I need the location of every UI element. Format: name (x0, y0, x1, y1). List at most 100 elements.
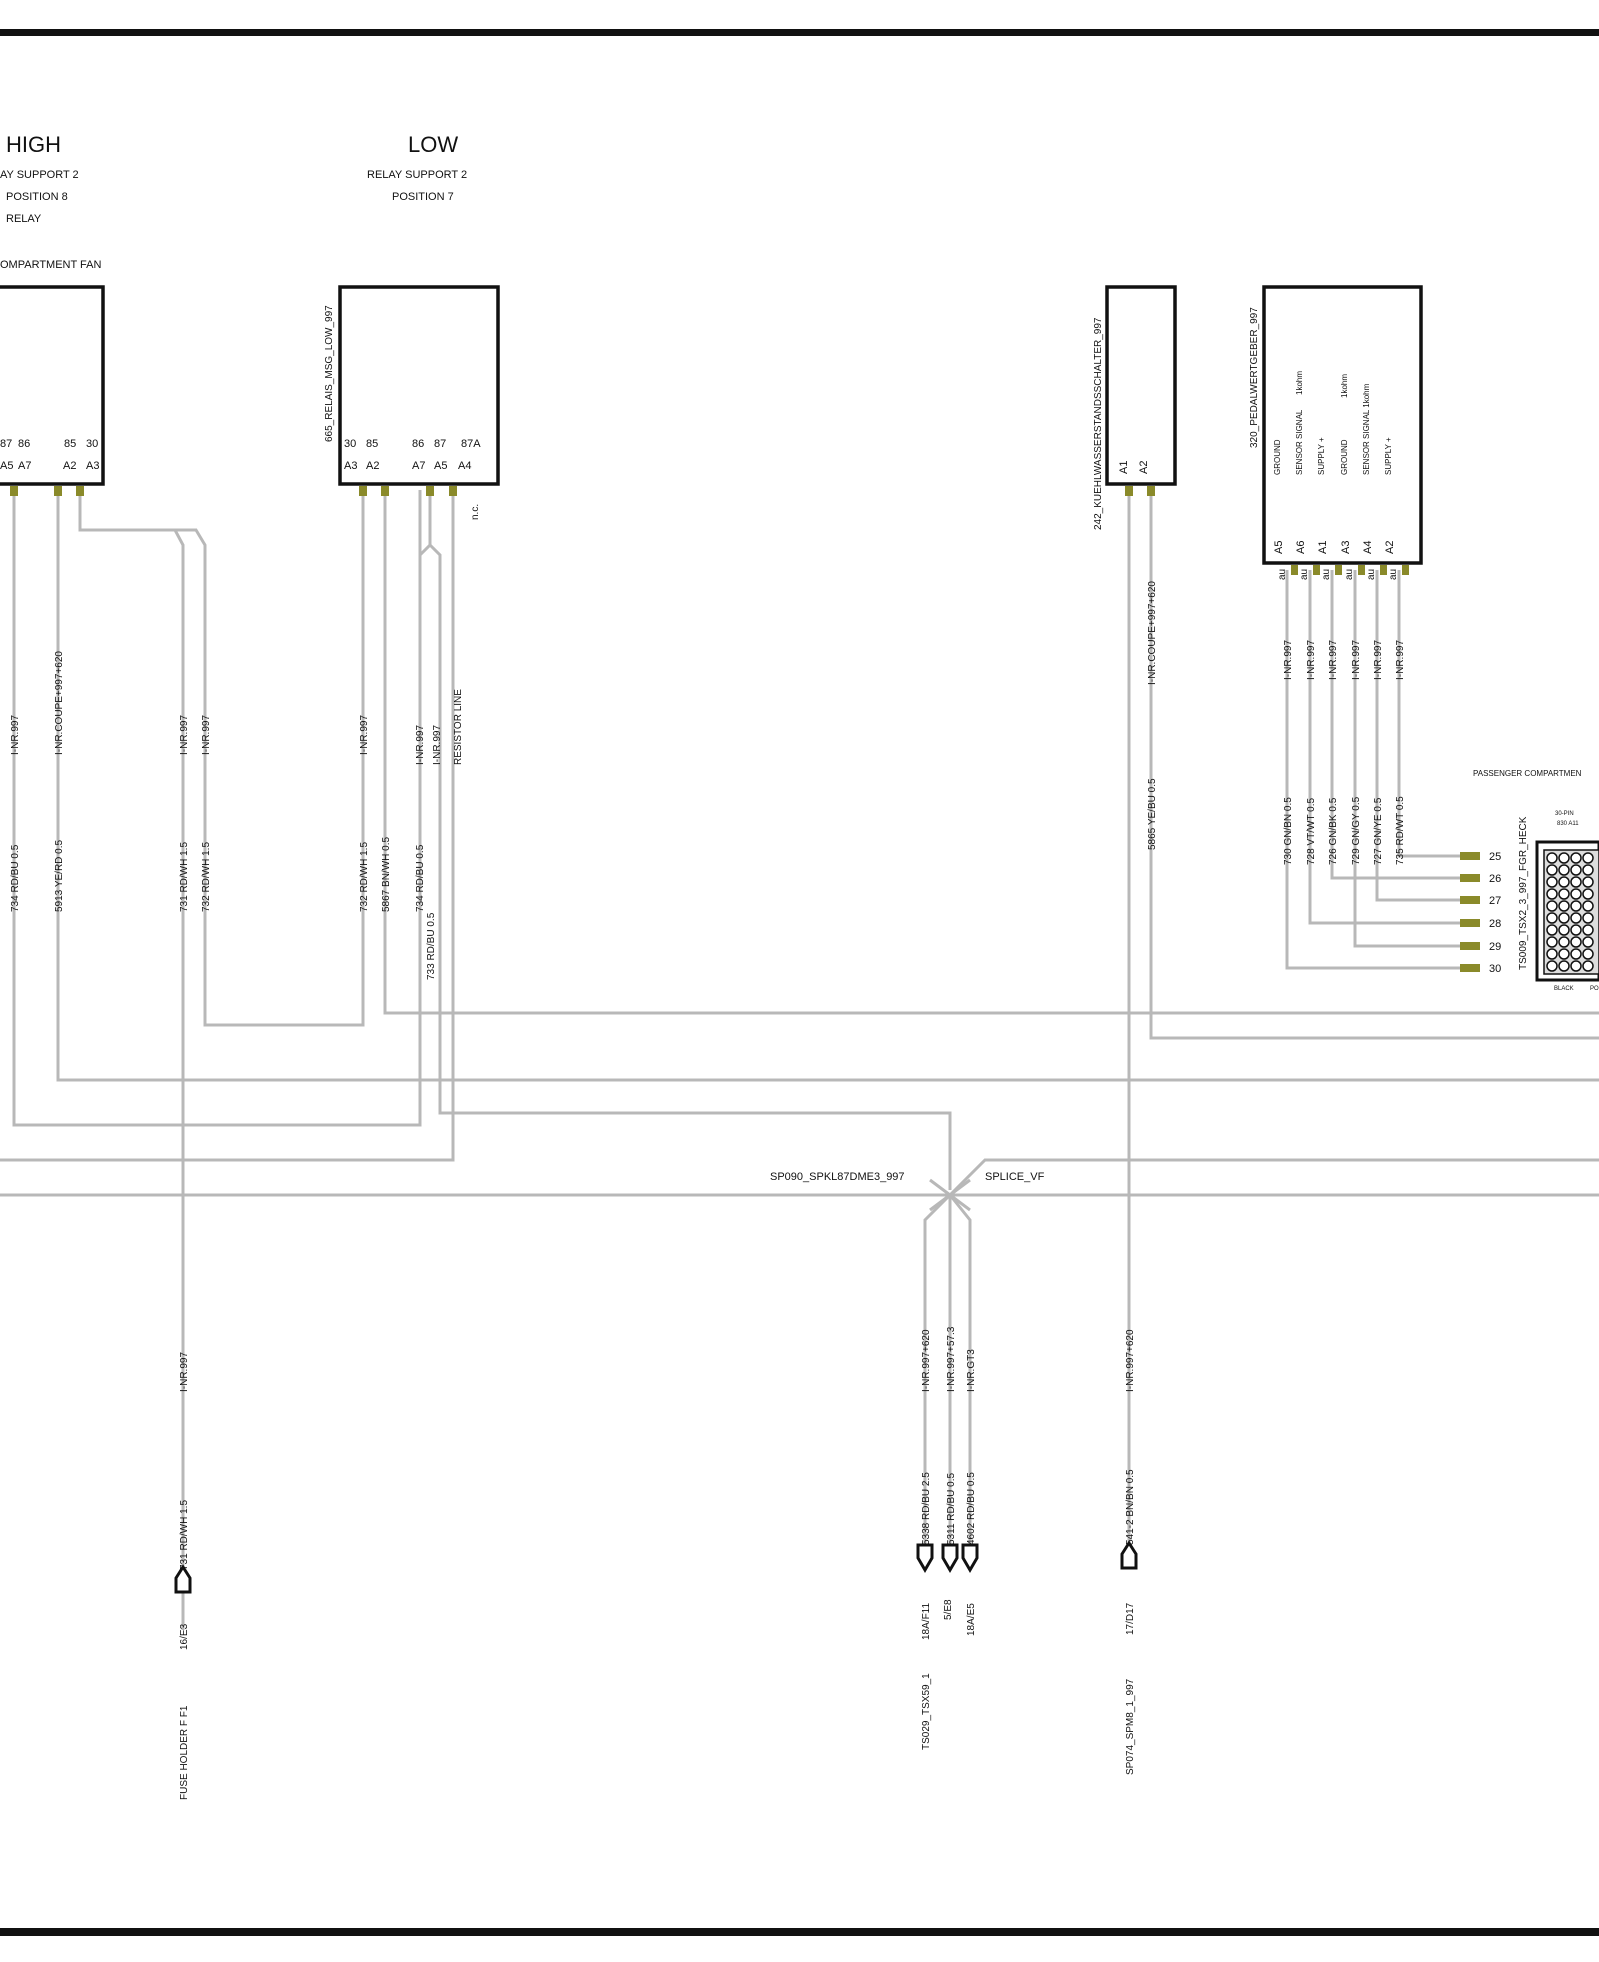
low-line-2: POSITION 7 (392, 191, 454, 203)
svg-text:25: 25 (1489, 851, 1501, 863)
svg-text:5913 YE/RD 0.5: 5913 YE/RD 0.5 (54, 839, 65, 912)
high-line-3: RELAY (6, 213, 42, 225)
connector-cavity (1570, 900, 1582, 912)
svg-text:30: 30 (86, 438, 98, 450)
svg-text:I-NR.997: I-NR.997 (179, 715, 190, 755)
connector-cavity (1582, 900, 1594, 912)
splice-left-label: SP090_SPKL87DME3_997 (770, 1171, 905, 1183)
svg-text:I-NR.997: I-NR.997 (432, 725, 443, 765)
svg-text:au: au (1321, 569, 1332, 580)
connector-cavity (1582, 876, 1594, 888)
svg-text:PO: PO (1590, 986, 1599, 992)
svg-text:SENSOR SIGNAL: SENSOR SIGNAL (1295, 409, 1304, 475)
svg-text:85: 85 (366, 438, 378, 450)
svg-text:A4: A4 (458, 460, 471, 472)
svg-text:I-NR.997: I-NR.997 (179, 1352, 190, 1392)
svg-text:A2: A2 (366, 460, 379, 472)
connector-cavity (1546, 912, 1558, 924)
svg-text:732 RD/WH 1.5: 732 RD/WH 1.5 (201, 842, 212, 912)
svg-text:I-NR.997+620: I-NR.997+620 (1125, 1329, 1136, 1392)
svg-text:I-NR.997: I-NR.997 (359, 715, 370, 755)
svg-text:SP074_SPM8_1_997: SP074_SPM8_1_997 (1125, 1678, 1136, 1775)
connector-cavity (1558, 960, 1570, 972)
connector-cavity (1570, 960, 1582, 972)
connector-cavity (1558, 936, 1570, 948)
relay-low: 665_RELAIS_MSG_LOW_997 30 85 86 87 87A A… (324, 285, 500, 520)
svg-text:FUSE HOLDER F F1: FUSE HOLDER F F1 (179, 1705, 190, 1800)
svg-text:TS009_TSX2_3_997_FGR_HECK: TS009_TSX2_3_997_FGR_HECK (1518, 816, 1529, 970)
svg-text:30: 30 (1489, 963, 1501, 975)
svg-text:27: 27 (1489, 895, 1501, 907)
connector-cavity (1582, 888, 1594, 900)
svg-text:A4: A4 (1362, 541, 1374, 554)
svg-text:729 GN/GY 0.5: 729 GN/GY 0.5 (1351, 796, 1362, 865)
svg-text:au: au (1344, 569, 1355, 580)
svg-text:5867 BN/WH 0.5: 5867 BN/WH 0.5 (381, 837, 392, 912)
svg-text:I-NR.997+57.3: I-NR.997+57.3 (946, 1326, 957, 1392)
connector-cavity (1546, 948, 1558, 960)
high-title: HIGH (6, 132, 61, 157)
svg-text:5865 YE/BU 0.5: 5865 YE/BU 0.5 (1147, 778, 1158, 850)
connector-cavity (1582, 948, 1594, 960)
svg-text:I-NR.997: I-NR.997 (1351, 640, 1362, 680)
svg-text:5311 RD/BU 0.5: 5311 RD/BU 0.5 (946, 1472, 957, 1545)
svg-text:320_PEDALWERTGEBER_997: 320_PEDALWERTGEBER_997 (1249, 307, 1260, 448)
svg-text:SUPPLY +: SUPPLY + (1317, 437, 1326, 475)
connector-cavity (1570, 876, 1582, 888)
svg-text:86: 86 (412, 438, 424, 450)
connector-cavity (1558, 864, 1570, 876)
connector-cavity (1546, 900, 1558, 912)
svg-text:830 A11: 830 A11 (1557, 821, 1579, 827)
high-line-1: AY SUPPORT 2 (0, 169, 79, 181)
connector-cavity (1546, 960, 1558, 972)
svg-text:242_KUEHLWASSERSTANDSSCHALTER_: 242_KUEHLWASSERSTANDSSCHALTER_997 (1093, 317, 1104, 530)
svg-text:I-NR.997: I-NR.997 (10, 715, 21, 755)
svg-text:727 GN/YE 0.5: 727 GN/YE 0.5 (1373, 797, 1384, 865)
svg-text:85: 85 (64, 438, 76, 450)
svg-text:726 GN/BK 0.5: 726 GN/BK 0.5 (1328, 797, 1339, 865)
connector-cavity (1558, 912, 1570, 924)
svg-text:au: au (1388, 569, 1399, 580)
connector-cavity (1570, 888, 1582, 900)
svg-text:A2: A2 (63, 460, 76, 472)
low-title: LOW (408, 132, 458, 157)
svg-text:86: 86 (18, 438, 30, 450)
svg-text:A5: A5 (1273, 541, 1285, 554)
svg-text:4602 RD/BU 0.5: 4602 RD/BU 0.5 (966, 1472, 977, 1545)
connector-cavity (1546, 936, 1558, 948)
svg-text:17/D17: 17/D17 (1125, 1602, 1136, 1635)
low-line-1: RELAY SUPPORT 2 (367, 169, 467, 181)
svg-text:735 RD/WT 0.5: 735 RD/WT 0.5 (1395, 796, 1406, 865)
svg-text:5/E8: 5/E8 (943, 1599, 954, 1620)
svg-text:29: 29 (1489, 941, 1501, 953)
svg-text:5338 RD/BU 2.5: 5338 RD/BU 2.5 (921, 1472, 932, 1545)
svg-text:GROUND: GROUND (1340, 439, 1349, 475)
connector-cavity (1570, 864, 1582, 876)
connector-cavity (1558, 900, 1570, 912)
wire-labels: I-NR.997 734 RD/BU 0.5 I-NR.COUPE+997+62… (10, 581, 1406, 1570)
svg-text:I-NR.COUPE+997+620: I-NR.COUPE+997+620 (1147, 581, 1158, 685)
svg-text:A3: A3 (86, 460, 99, 472)
svg-text:A3: A3 (344, 460, 357, 472)
svg-text:TS029_TSX59_1: TS029_TSX59_1 (921, 1673, 932, 1750)
svg-text:A1: A1 (1118, 461, 1130, 474)
high-line-2: POSITION 8 (6, 191, 68, 203)
connector-cavity (1582, 936, 1594, 948)
svg-text:I-NR.997+620: I-NR.997+620 (921, 1329, 932, 1392)
connector-cavity (1546, 864, 1558, 876)
top-border (0, 29, 1599, 36)
svg-text:n.c.: n.c. (470, 504, 481, 520)
svg-text:I-NR.GT3: I-NR.GT3 (966, 1349, 977, 1392)
connector-cavity (1558, 852, 1570, 864)
svg-text:728 VT/WT 0.5: 728 VT/WT 0.5 (1306, 797, 1317, 865)
svg-text:87: 87 (434, 438, 446, 450)
svg-text:87A: 87A (461, 438, 481, 450)
svg-text:18A/F11: 18A/F11 (921, 1603, 932, 1640)
svg-text:A5: A5 (434, 460, 447, 472)
svg-text:GROUND: GROUND (1273, 439, 1282, 475)
svg-text:30-PIN: 30-PIN (1555, 811, 1574, 817)
bottom-border (0, 1928, 1599, 1936)
connector-cavity (1558, 876, 1570, 888)
svg-text:1kohm: 1kohm (1340, 374, 1349, 398)
